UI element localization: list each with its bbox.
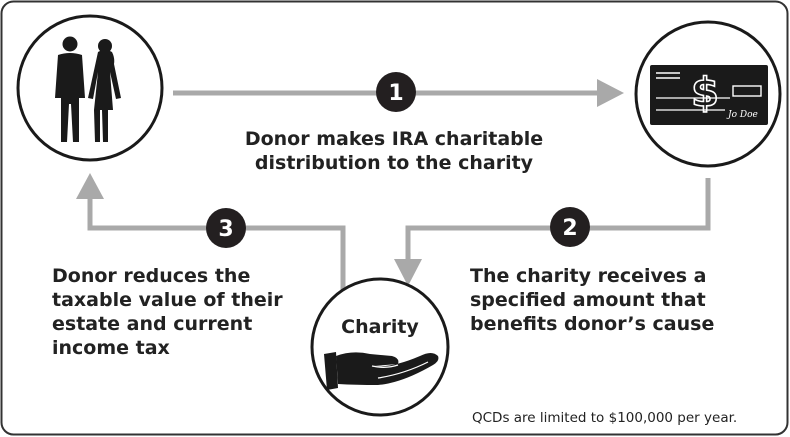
open-hand-icon xyxy=(324,352,439,390)
step3-description: Donor reduces the taxable value of their… xyxy=(52,265,283,359)
charity-label: Charity xyxy=(341,316,419,338)
check-circle: $ Jo Doe xyxy=(634,20,782,168)
dollar-sign-icon: $ xyxy=(691,70,719,116)
step1-number: 1 xyxy=(388,81,403,106)
arrow-heads xyxy=(76,79,624,286)
charity-circle: Charity xyxy=(310,277,450,417)
qcd-limit-footnote: QCDs are limited to $100,000 per year. xyxy=(472,410,738,426)
donors-circle-border xyxy=(16,14,164,162)
check-icon: $ Jo Doe xyxy=(650,65,768,125)
arrowhead-step3 xyxy=(76,173,104,199)
donors-icon xyxy=(55,36,121,142)
step1-description: Donor makes IRA charitable distribution … xyxy=(244,128,544,174)
arrowhead-step1 xyxy=(597,79,624,107)
step2-number: 2 xyxy=(562,216,577,241)
donors-circle xyxy=(16,14,164,162)
check-signature: Jo Doe xyxy=(726,110,758,120)
step3-number: 3 xyxy=(218,217,233,242)
step1-badge: 1 xyxy=(376,72,416,112)
step2-description: The charity receives a specified amount … xyxy=(470,265,715,335)
step3-badge: 3 xyxy=(206,208,246,248)
step2-badge: 2 xyxy=(550,207,590,247)
charity-circle-border xyxy=(310,277,450,417)
arrowhead-step2 xyxy=(394,259,422,286)
